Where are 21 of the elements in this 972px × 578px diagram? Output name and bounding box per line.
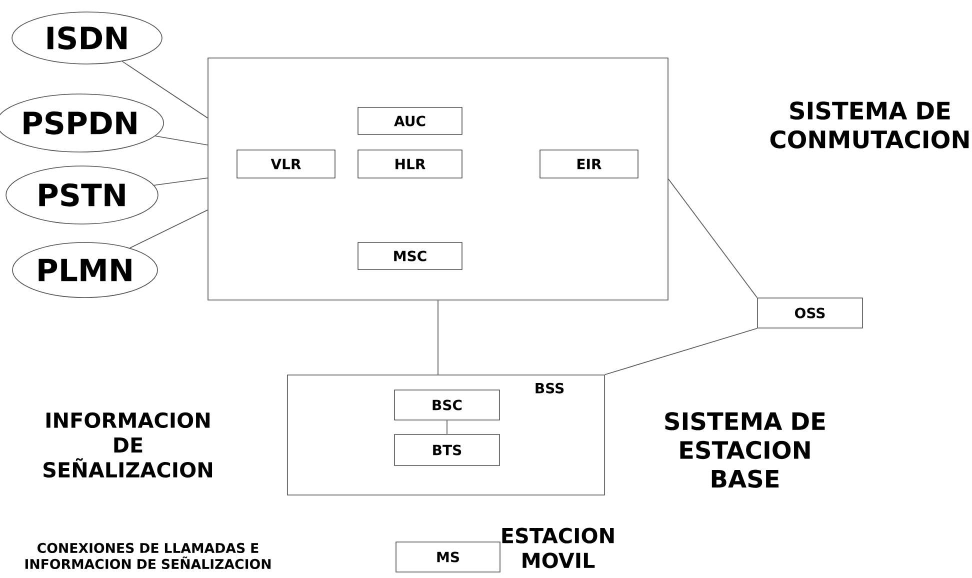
section-heading: SISTEMA DE CONMUTACION <box>770 102 969 148</box>
component-box: OSS <box>757 298 863 328</box>
component-box: BSC <box>394 390 500 420</box>
component-box: BTS <box>394 434 500 466</box>
connector-line <box>122 60 208 118</box>
component-box: VLR <box>236 150 336 178</box>
connector-line <box>130 210 208 248</box>
system-box <box>208 58 668 300</box>
component-box: EIR <box>540 150 638 178</box>
section-heading: SISTEMA DE ESTACION BASE <box>665 412 825 488</box>
connector-line <box>668 178 758 298</box>
note-text: CONEXIONES DE LLAMADAS E INFORMACION DE SEÑALIZACION <box>25 542 271 570</box>
component-box: AUC <box>358 107 462 135</box>
component-box: MSC <box>358 242 462 270</box>
connector-line <box>154 136 208 146</box>
component-box: HLR <box>358 150 462 178</box>
component-box: MS <box>396 542 500 572</box>
connector-line <box>154 178 208 186</box>
connector-line <box>604 328 758 375</box>
section-heading: INFORMACION DE SEÑALIZACION <box>44 412 212 478</box>
connector-line <box>446 420 448 434</box>
